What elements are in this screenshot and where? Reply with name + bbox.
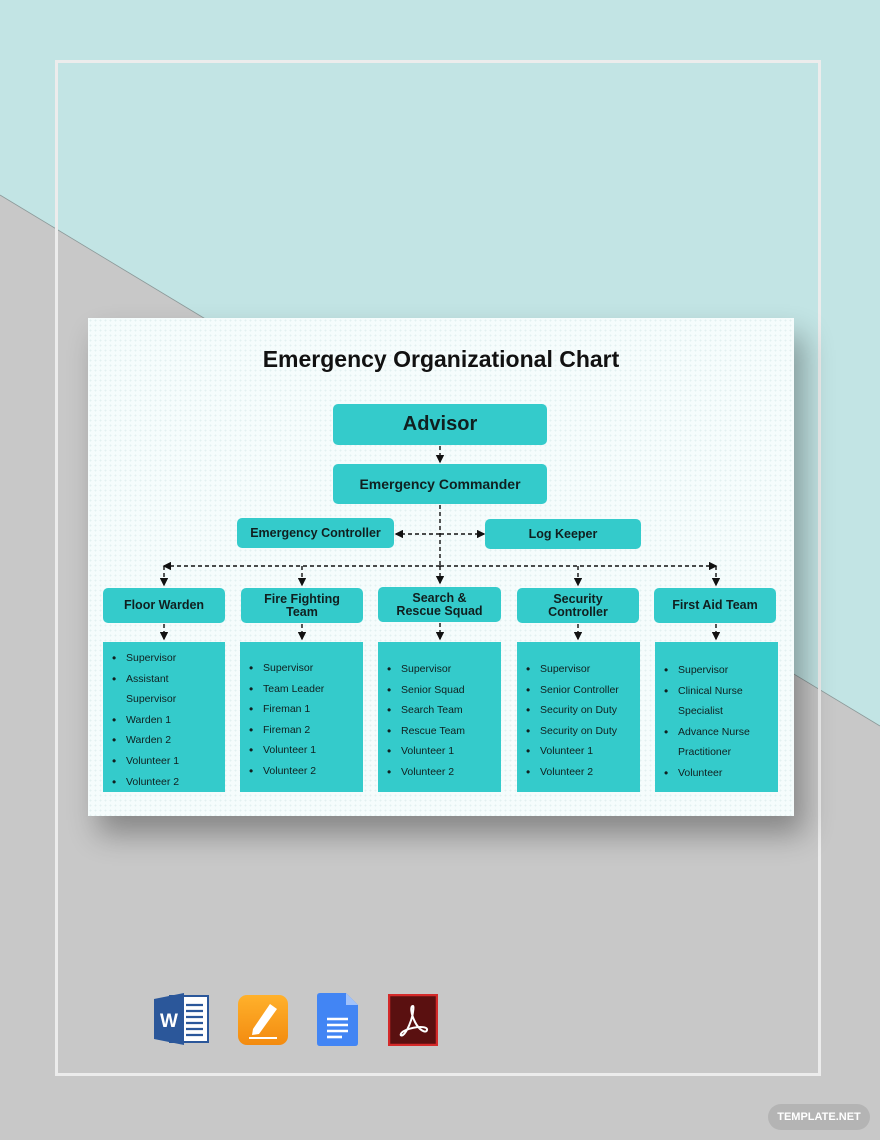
list-item: Warden 1 [112,710,219,731]
list-item: Volunteer 2 [387,762,495,783]
list-item: Senior Squad [387,680,495,701]
svg-text:W: W [160,1011,178,1032]
team-name-line: Search & [412,590,467,605]
list-item: Advance Nurse [664,722,772,743]
list-item-continuation: Specialist [678,705,723,718]
list-item: Volunteer 2 [112,772,219,793]
team-name-line: Fire Fighting [264,591,340,606]
team-name: Floor Warden [123,598,205,612]
list-item: Team Leader [249,679,357,700]
commander-label: Emergency Commander [359,476,521,492]
team-header-fire-fighting: Fire Fighting Team [241,588,363,623]
google-docs-icon[interactable] [317,993,359,1046]
log-keeper-label: Log Keeper [528,527,598,541]
team-header-floor-warden: Floor Warden [103,588,225,623]
template-net-badge[interactable]: TEMPLATE.NET [768,1104,870,1130]
outer-frame [55,60,821,1076]
list-item: Volunteer 1 [112,751,219,772]
log-keeper-box: Log Keeper [485,519,641,549]
chart-card: Emergency Organizational Chart Advisor E… [88,318,794,816]
team-list-first-aid: Supervisor Clinical Nurse Specialist Adv… [655,642,778,792]
list-item: Assistant [112,669,219,690]
list-item: Supervisor [526,659,634,680]
team-list-fire-fighting: Supervisor Team Leader Fireman 1 Fireman… [240,642,363,792]
controller-box: Emergency Controller [237,518,394,548]
list-item: Volunteer 2 [249,761,357,782]
list-item: Volunteer [664,763,772,784]
pages-icon[interactable] [237,994,289,1046]
controller-label: Emergency Controller [250,526,381,540]
team-name-line: Security [553,591,603,606]
team-name: First Aid Team [672,598,758,612]
chart-title: Emergency Organizational Chart [262,346,620,372]
team-list-security: Supervisor Senior Controller Security on… [517,642,640,792]
list-item: Supervisor [249,658,357,679]
list-item: Fireman 2 [249,720,357,741]
list-item: Fireman 1 [249,699,357,720]
team-name-line: Rescue Squad [396,603,483,618]
list-item: Supervisor [112,648,219,669]
team-header-search-rescue: Search & Rescue Squad [378,587,501,622]
team-header-security: Security Controller [517,588,639,623]
list-item: Search Team [387,700,495,721]
team-name-line: Team [286,604,318,619]
list-item: Volunteer 1 [387,741,495,762]
advisor-label: Advisor [402,413,478,435]
list-item-continuation: Practitioner [678,746,732,759]
team-list-floor-warden: Supervisor Assistant Supervisor Warden 1… [103,642,225,792]
pdf-icon[interactable] [388,994,438,1046]
team-list-search-rescue: Supervisor Senior Squad Search Team Resc… [378,642,501,792]
list-item: Senior Controller [526,680,634,701]
team-name-line: Controller [548,604,608,619]
list-item: Supervisor [387,659,495,680]
list-item: Volunteer 1 [249,740,357,761]
list-item-continuation: Supervisor [126,693,177,706]
commander-box: Emergency Commander [333,464,547,504]
advisor-box: Advisor [333,404,547,445]
list-item: Security on Duty [526,700,634,721]
list-item: Clinical Nurse [664,681,772,702]
list-item: Volunteer 2 [526,762,634,783]
word-icon[interactable]: W [154,993,210,1045]
list-item: Security on Duty [526,721,634,742]
list-item: Rescue Team [387,721,495,742]
list-item: Warden 2 [112,730,219,751]
team-header-first-aid: First Aid Team [654,588,776,623]
list-item: Supervisor [664,660,772,681]
list-item: Volunteer 1 [526,741,634,762]
